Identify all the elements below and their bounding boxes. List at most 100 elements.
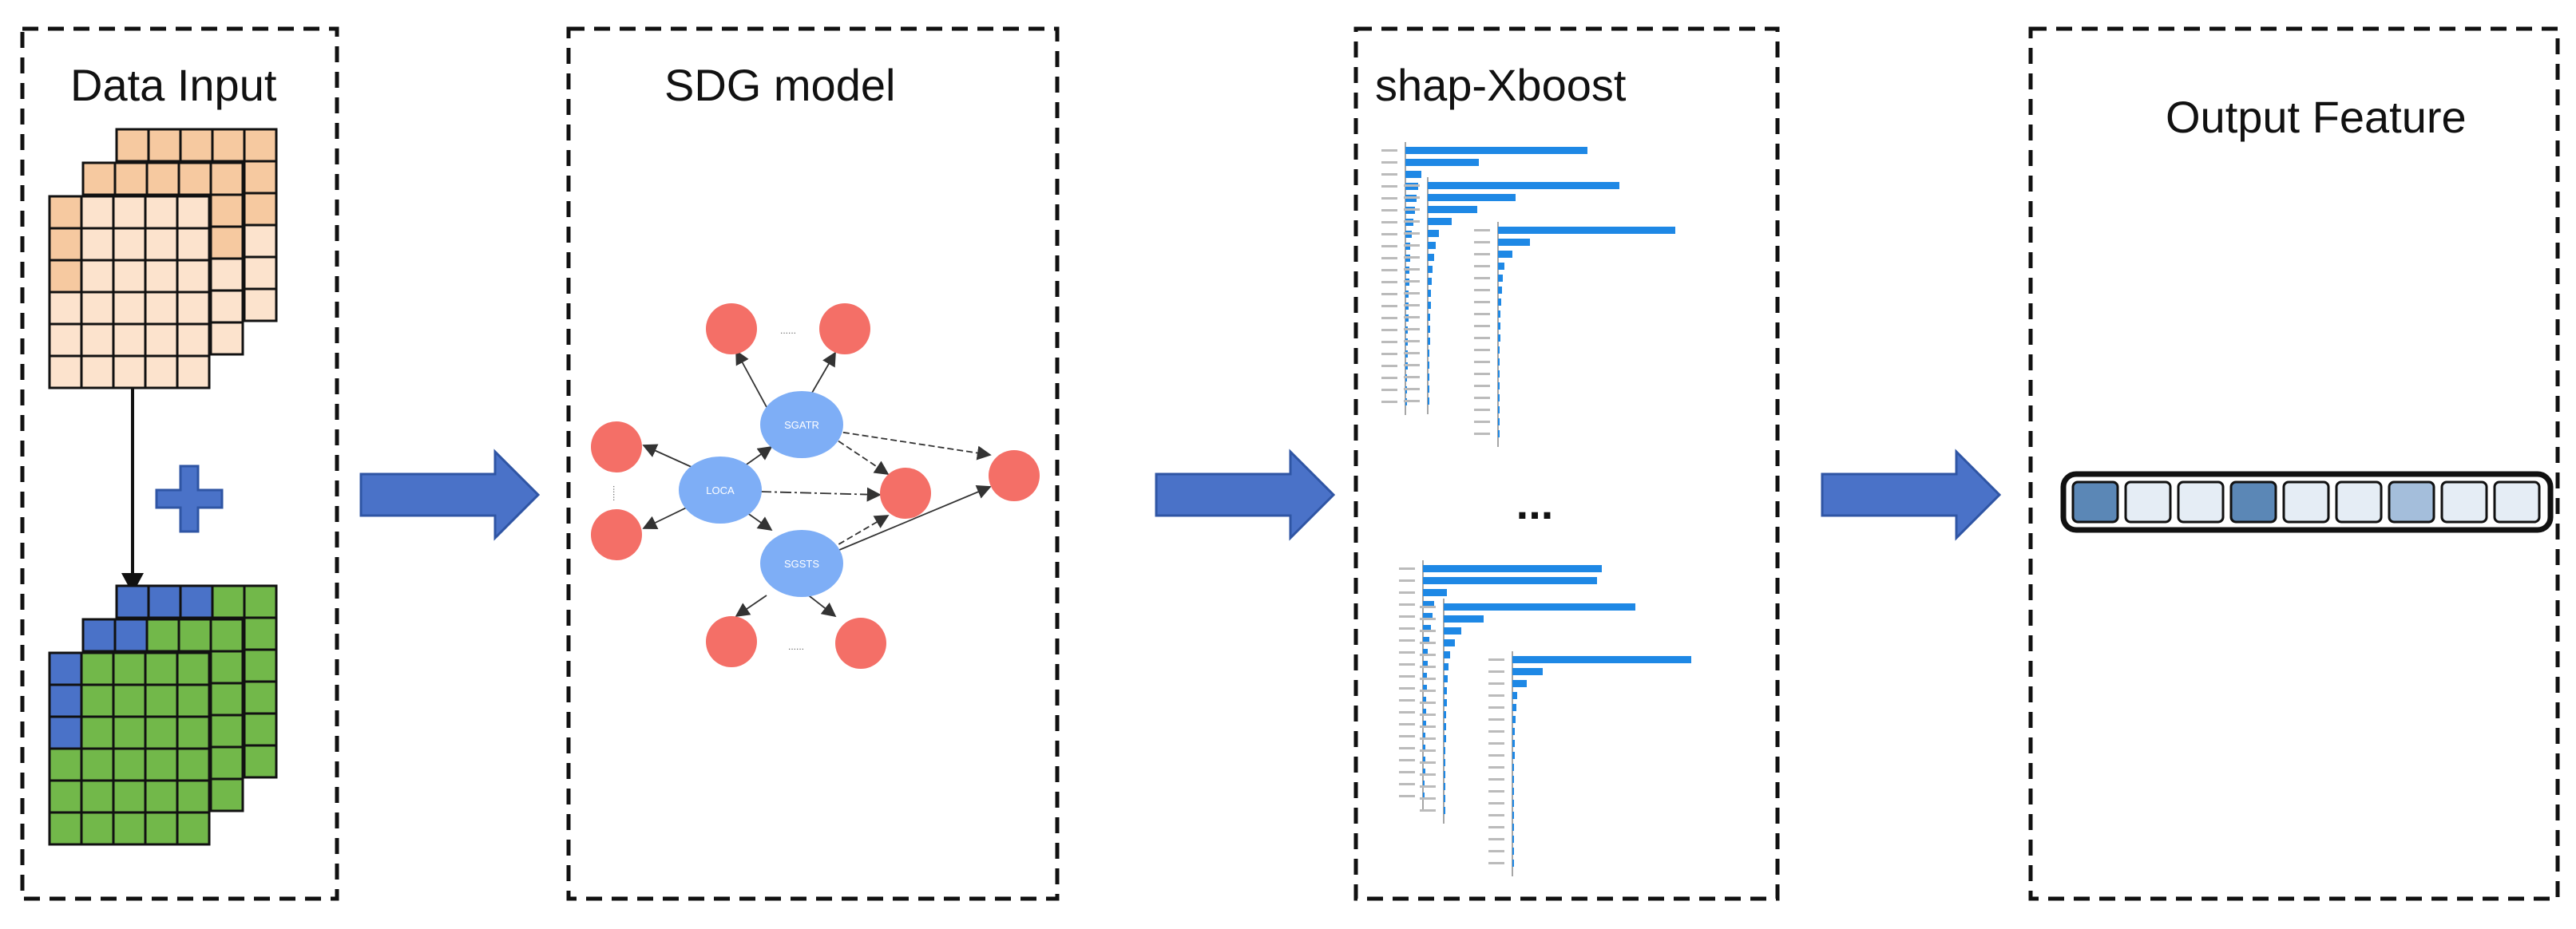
shap-feature-tick xyxy=(1399,711,1415,714)
shap-feature-tick xyxy=(1474,229,1490,231)
shap-bar xyxy=(1498,358,1500,366)
shap-feature-tick xyxy=(1474,253,1490,255)
shap-bar xyxy=(1444,639,1455,646)
orange-grid-cell xyxy=(80,195,115,230)
node-right xyxy=(989,450,1040,501)
shap-feature-tick xyxy=(1399,735,1415,737)
shap-bar xyxy=(1423,697,1426,704)
shap-bar xyxy=(1512,668,1543,675)
shap-bar xyxy=(1444,795,1445,802)
shap-feature-tick xyxy=(1420,809,1436,812)
orange-grid-cell xyxy=(80,354,115,389)
orange-grid-cell xyxy=(145,161,180,196)
shap-feature-tick xyxy=(1474,349,1490,351)
shap-bar xyxy=(1423,577,1597,584)
shap-feature-tick xyxy=(1488,862,1504,864)
orange-grid-cell xyxy=(112,322,147,358)
orange-grid-cell xyxy=(243,128,278,163)
shap-feature-tick xyxy=(1474,433,1490,435)
flow-arrow-3 xyxy=(1821,449,2002,541)
shap-bar xyxy=(1512,788,1514,795)
shap-feature-tick xyxy=(1404,376,1420,378)
shap-bar xyxy=(1512,848,1514,855)
orange-grid-cell xyxy=(209,193,244,228)
orange-grid-cell xyxy=(48,291,83,326)
orange-grid-cell xyxy=(113,161,149,196)
shap-bar xyxy=(1428,362,1429,369)
shap-bar xyxy=(1498,287,1502,294)
shap-bar xyxy=(1498,394,1500,401)
node-sgsts-label: SGSTS xyxy=(784,558,819,570)
shap-feature-tick xyxy=(1488,682,1504,685)
shap-bar xyxy=(1444,723,1446,730)
shap-feature-tick xyxy=(1488,742,1504,745)
label-grid-cell xyxy=(145,618,180,653)
feature-cell-light xyxy=(2282,480,2330,524)
shap-feature-tick xyxy=(1488,814,1504,816)
ellipsis-top: ...... xyxy=(780,325,796,336)
shap-feature-tick xyxy=(1474,337,1490,339)
shap-bar xyxy=(1498,370,1500,378)
shap-feature-tick xyxy=(1420,714,1436,716)
shap-feature-tick xyxy=(1488,658,1504,661)
shap-feature-tick xyxy=(1399,579,1415,582)
label-grid-cell xyxy=(112,651,147,686)
shap-bar xyxy=(1423,793,1425,800)
shap-bar xyxy=(1423,709,1426,716)
shap-feature-tick xyxy=(1381,149,1397,152)
feature-cell-light xyxy=(2124,480,2172,524)
orange-grid-cell xyxy=(112,227,147,262)
shap-feature-tick xyxy=(1420,737,1436,740)
shap-feature-tick xyxy=(1474,313,1490,315)
shap-bar xyxy=(1428,350,1429,357)
shap-bar xyxy=(1444,759,1445,766)
shap-bar xyxy=(1444,711,1446,718)
edge-loca-topleft xyxy=(642,444,694,468)
shap-feature-tick xyxy=(1488,838,1504,840)
shap-bar xyxy=(1428,278,1432,285)
shap-feature-tick xyxy=(1381,329,1397,331)
orange-grid-cell xyxy=(144,227,179,262)
label-grid-cell xyxy=(209,682,244,717)
feature-cell-mid xyxy=(2388,480,2435,524)
shap-bar xyxy=(1423,601,1434,608)
label-grid-cell xyxy=(80,747,115,782)
label-grid-cell xyxy=(112,811,147,846)
ellipsis-bottom: ...... xyxy=(788,641,804,652)
node-left-bottom xyxy=(591,509,642,560)
shap-bar xyxy=(1498,275,1503,282)
shap-feature-tick xyxy=(1381,233,1397,235)
shap-bar xyxy=(1428,385,1429,393)
shap-feature-tick xyxy=(1404,220,1420,223)
label-grid-cell xyxy=(144,651,179,686)
shap-bar xyxy=(1423,721,1426,728)
shap-feature-tick xyxy=(1420,773,1436,776)
sdg-model-title: SDG model xyxy=(664,60,895,110)
label-grid-cell xyxy=(48,683,83,718)
shap-xboost-panel xyxy=(1353,26,1780,901)
edge-sgsts-bottomleft xyxy=(735,595,767,618)
edge-sgsts-right xyxy=(833,484,992,553)
shap-feature-tick xyxy=(1474,397,1490,399)
orange-grid-cell xyxy=(176,195,211,230)
shap-bar xyxy=(1512,680,1527,687)
orange-grid-cell xyxy=(211,128,246,163)
shap-feature-tick xyxy=(1474,277,1490,279)
label-grid-cell xyxy=(80,811,115,846)
shap-bar xyxy=(1498,430,1500,437)
shap-bar xyxy=(1512,824,1514,831)
shap-feature-tick xyxy=(1381,185,1397,188)
shap-bar xyxy=(1428,266,1433,273)
shap-feature-tick xyxy=(1420,630,1436,632)
shap-feature-tick xyxy=(1381,389,1397,391)
shap-bar xyxy=(1423,685,1427,692)
shap-bar xyxy=(1444,735,1446,742)
edge-sgatr-right xyxy=(833,430,992,461)
shap-feature-tick xyxy=(1404,280,1420,283)
shap-summary-plot-top xyxy=(1381,142,1675,447)
edge-sgsts-bottomright xyxy=(806,593,837,618)
shap-feature-tick xyxy=(1488,730,1504,733)
shap-bar xyxy=(1512,764,1514,771)
label-grid-cell xyxy=(243,584,278,619)
